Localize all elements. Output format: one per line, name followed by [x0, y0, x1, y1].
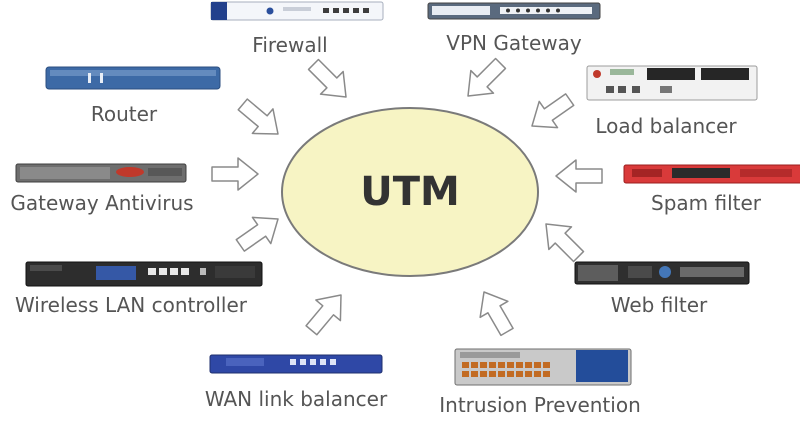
firewall-device: [210, 1, 384, 21]
arrow-wireless-lan-controller-icon: [235, 216, 279, 252]
vpn-gateway-device: [427, 2, 601, 20]
label-wireless-lan-controller: Wireless LAN controller: [14, 293, 248, 317]
arrow-load-balancer-icon: [531, 93, 575, 129]
spam-filter-device: [623, 164, 800, 184]
web-filter-device: [574, 261, 750, 285]
label-firewall: Firewall: [252, 33, 328, 57]
arrow-firewall-icon: [307, 58, 347, 98]
label-vpn-gateway: VPN Gateway: [446, 31, 582, 55]
intrusion-prevention-device: [454, 348, 632, 386]
label-web-filter: Web filter: [610, 293, 708, 317]
gateway-antivirus-device: [15, 163, 187, 183]
arrows: [211, 57, 603, 337]
utm-label: UTM: [360, 169, 460, 215]
label-wan-link-balancer: WAN link balancer: [204, 387, 388, 411]
arrow-intrusion-prevention-icon: [479, 291, 514, 337]
label-gateway-antivirus: Gateway Antivirus: [10, 191, 194, 215]
arrow-web-filter-icon: [545, 223, 585, 263]
arrow-spam-filter-icon: [555, 159, 603, 193]
label-intrusion-prevention: Intrusion Prevention: [439, 393, 641, 417]
arrow-vpn-gateway-icon: [467, 57, 507, 97]
load-balancer-device: [586, 65, 758, 101]
label-load-balancer: Load balancer: [595, 114, 737, 138]
label-spam-filter: Spam filter: [650, 191, 762, 215]
wireless-lan-controller-device: [25, 261, 263, 287]
arrow-gateway-antivirus-icon: [211, 157, 259, 191]
wan-link-balancer-device: [209, 354, 383, 374]
router-device: [45, 66, 221, 90]
arrow-router-icon: [237, 98, 279, 135]
arrow-wan-link-balancer-icon: [305, 294, 342, 336]
utm-core-ellipse: [281, 107, 539, 277]
label-router: Router: [90, 102, 158, 126]
